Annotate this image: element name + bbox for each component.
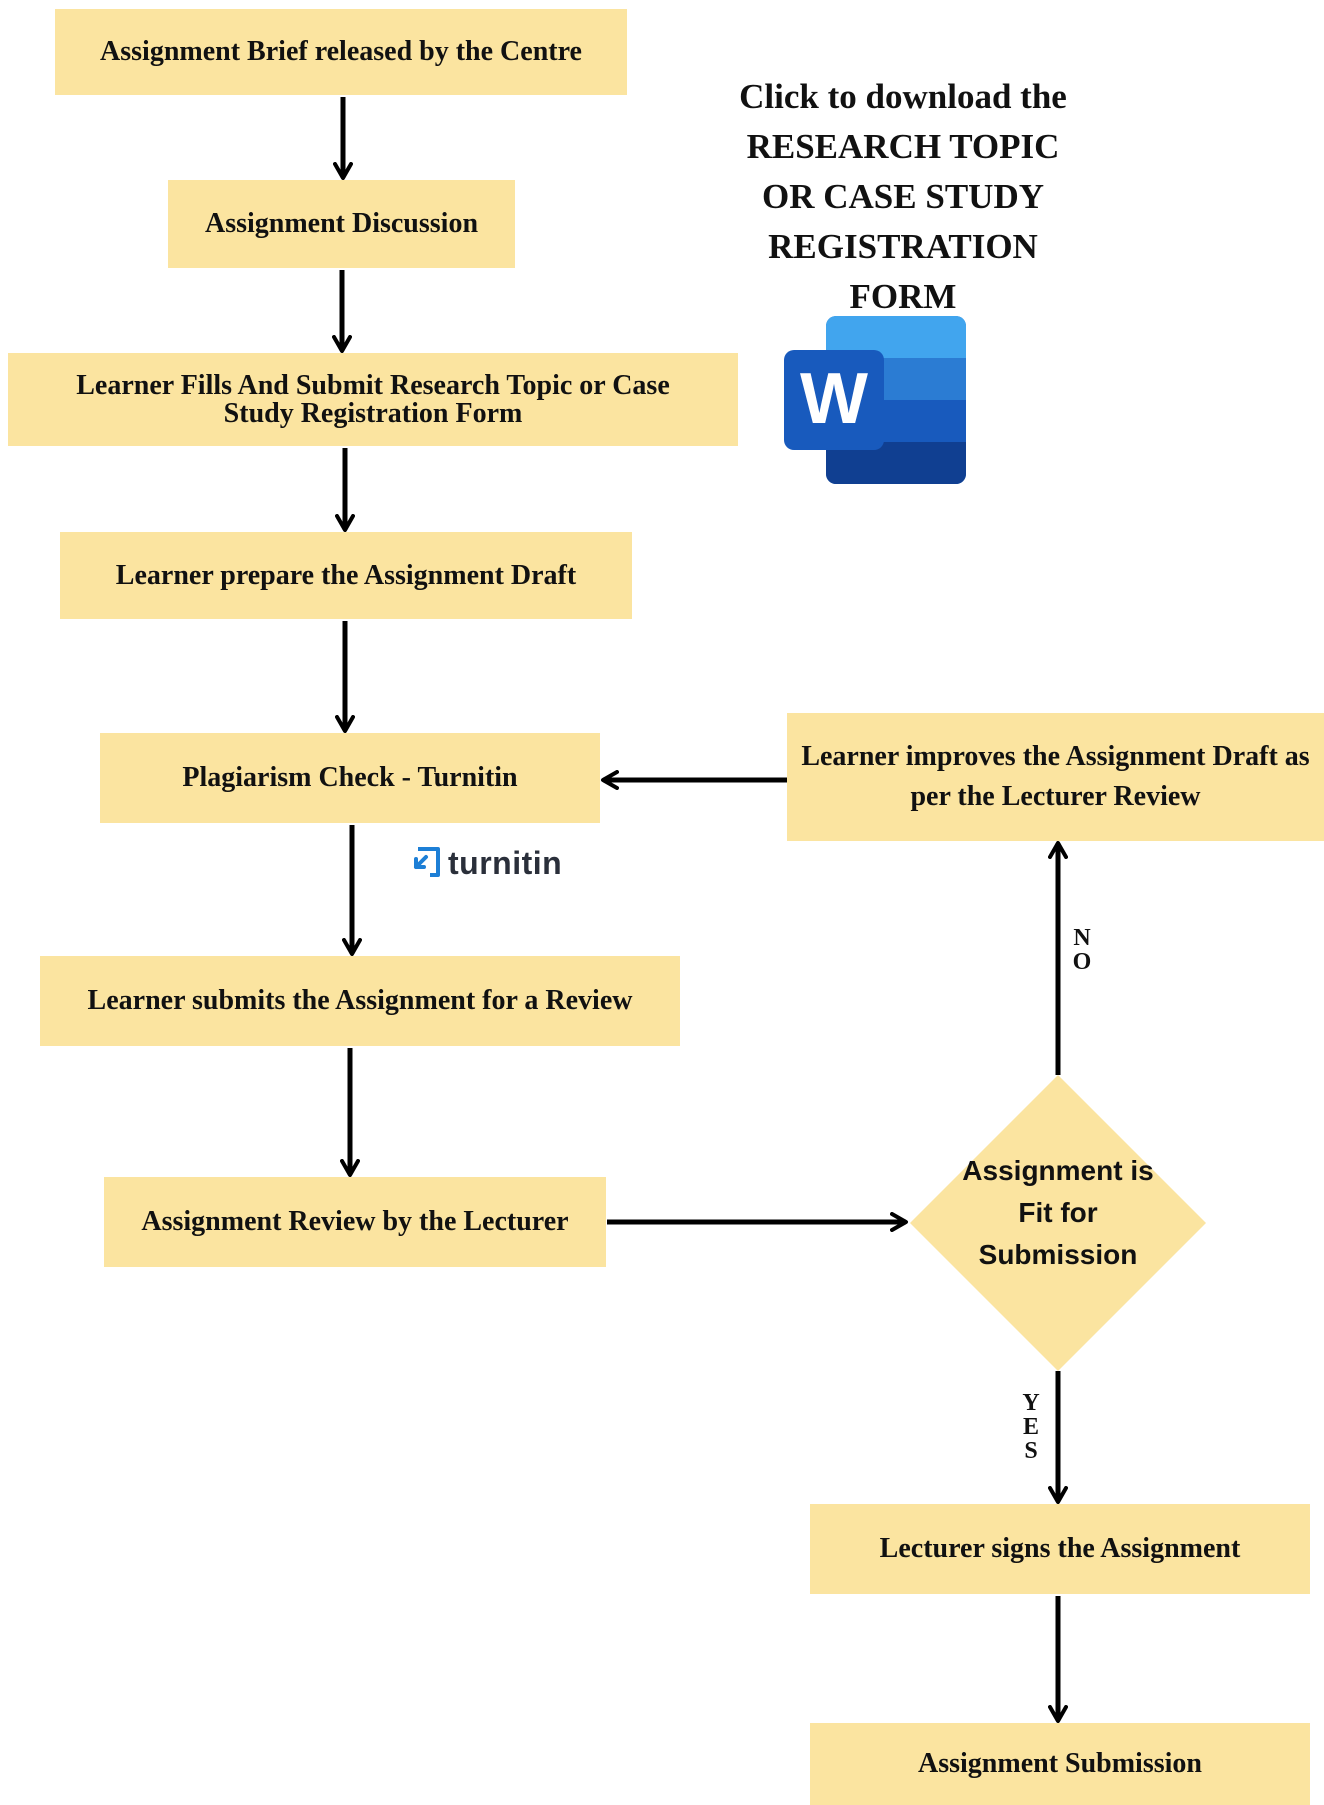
decision-diamond [910, 1075, 1206, 1371]
turnitin-logo-text: turnitin [448, 844, 563, 881]
step-assignment-submission: Assignment Submission [810, 1723, 1310, 1805]
step-prepare-draft: Learner prepare the Assignment Draft [60, 532, 632, 619]
step-assignment-brief-text: Assignment Brief released by the Centre [100, 36, 582, 67]
yes-branch-label: Y E S [1019, 1391, 1043, 1463]
step-assignment-brief: Assignment Brief released by the Centre [55, 9, 627, 95]
yes-letter-2: E [1022, 1414, 1039, 1440]
decision-label: Assignment is Fit for Submission [930, 1150, 1186, 1276]
step-improve-draft-text: Learner improves the Assignment Draft as… [801, 741, 1310, 812]
step-lecturer-signs: Lecturer signs the Assignment [810, 1504, 1310, 1594]
step-assignment-submission-text: Assignment Submission [918, 1748, 1202, 1779]
download-line-1: Click to download the [739, 77, 1067, 116]
step-submit-for-review: Learner submits the Assignment for a Rev… [40, 956, 680, 1046]
step-improve-draft: Learner improves the Assignment Draft as… [787, 713, 1324, 841]
word-icon-letter: W [800, 359, 868, 439]
no-branch-label: N O [1070, 926, 1094, 974]
step-assignment-discussion-text: Assignment Discussion [204, 208, 479, 239]
step-plagiarism-check-text: Plagiarism Check - Turnitin [182, 762, 518, 793]
word-document-icon[interactable]: W [784, 316, 966, 484]
step-lecturer-review: Assignment Review by the Lecturer [104, 1177, 606, 1267]
turnitin-logo: turnitin [412, 837, 562, 889]
decision-line-1: Assignment is [962, 1155, 1154, 1186]
step-prepare-draft-text: Learner prepare the Assignment Draft [115, 559, 577, 591]
decision-line-2: Fit for [1018, 1197, 1098, 1228]
step-registration-form-text: Learner Fills And Submit Research Topic … [76, 369, 670, 429]
step-plagiarism-check: Plagiarism Check - Turnitin [100, 733, 600, 823]
download-line-2: RESEARCH TOPIC [746, 127, 1060, 166]
no-letter-1: N [1073, 925, 1091, 951]
yes-letter-1: Y [1022, 1390, 1040, 1416]
step-lecturer-signs-text: Lecturer signs the Assignment [879, 1533, 1241, 1564]
yes-letter-3: S [1024, 1438, 1038, 1464]
step-registration-form: Learner Fills And Submit Research Topic … [8, 353, 738, 446]
download-line-4: REGISTRATION [768, 227, 1038, 266]
turnitin-logo-icon [414, 847, 440, 877]
download-registration-form-link[interactable]: Click to download the RESEARCH TOPIC OR … [720, 72, 1086, 322]
step-submit-for-review-text: Learner submits the Assignment for a Rev… [87, 985, 633, 1016]
decision-line-3: Submission [978, 1239, 1138, 1270]
step-assignment-discussion: Assignment Discussion [168, 180, 515, 268]
step-lecturer-review-text: Assignment Review by the Lecturer [141, 1206, 569, 1237]
no-letter-2: O [1072, 949, 1092, 975]
download-line-3: OR CASE STUDY [762, 177, 1044, 216]
download-line-5: FORM [849, 277, 957, 316]
